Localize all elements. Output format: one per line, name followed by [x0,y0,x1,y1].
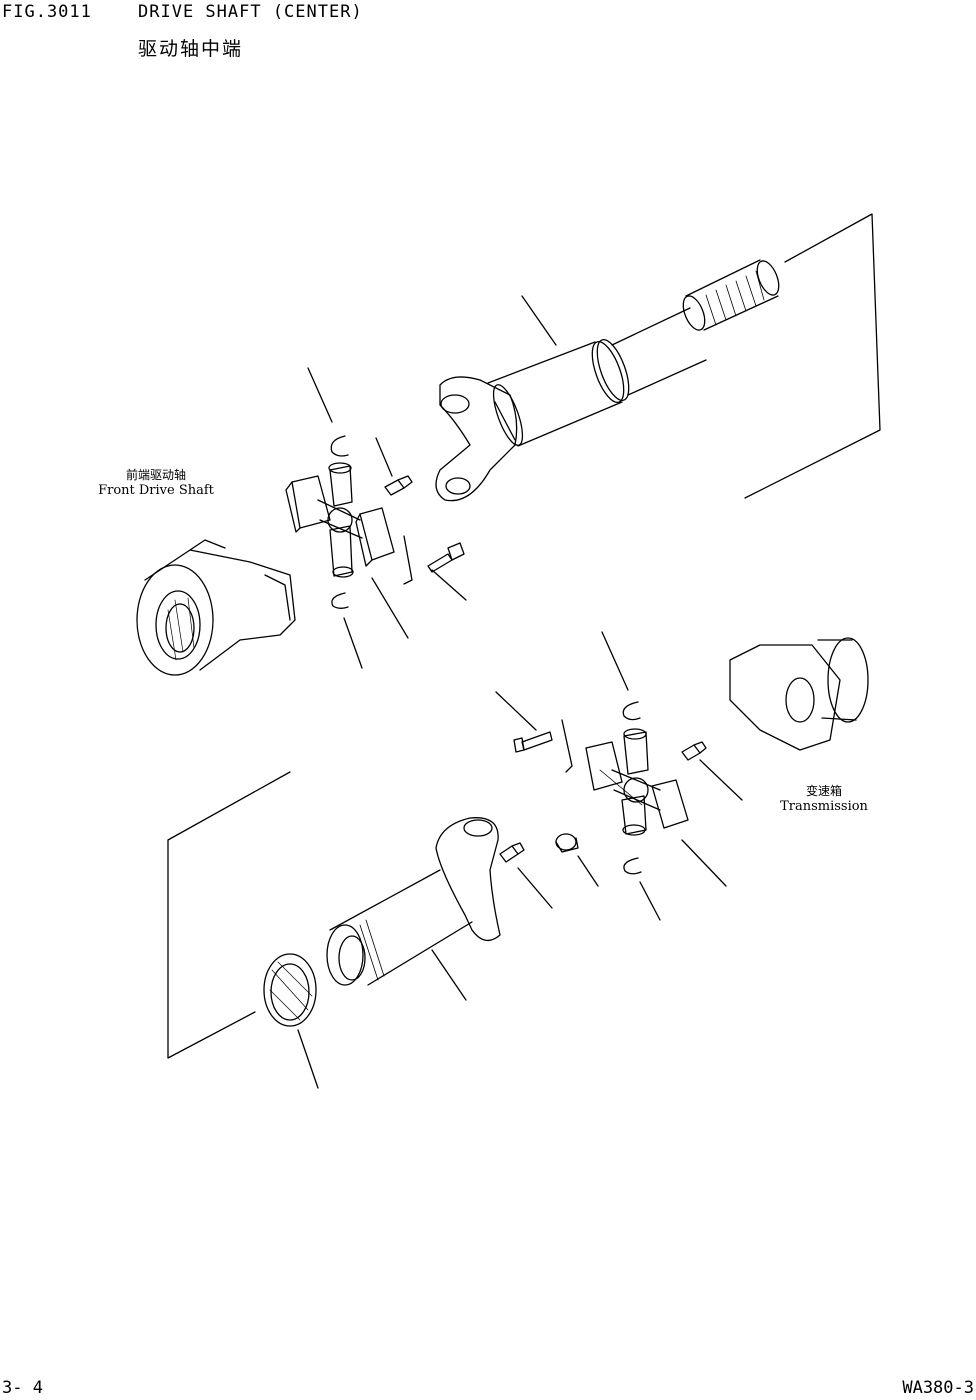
front-drive-shaft-label-en: Front Drive Shaft [98,483,214,498]
slip-yoke [327,818,500,1000]
lower-universal-joint [586,729,688,835]
upper-grease-fitting [376,438,412,495]
model-number: WA380-3 [902,1378,974,1398]
lower-snap-rings [602,632,726,920]
upper-bolt [404,536,466,600]
upper-snap-rings [308,368,408,668]
page-number: 3- 4 [2,1378,43,1398]
front-drive-shaft-label: 前端驱动轴 Front Drive Shaft [92,466,220,498]
figure-number: FIG.3011 [2,2,92,22]
yoke-grease-fitting [500,843,552,908]
figure-title: DRIVE SHAFT (CENTER) [138,2,363,22]
upper-universal-joint [286,463,394,577]
transmission-flange [730,638,868,750]
transmission-label-cn: 变速箱 [805,784,842,798]
bearing-cup [556,834,598,886]
transmission-label: 变速箱 Transmission [774,782,874,814]
front-drive-shaft-label-cn: 前端驱动轴 [125,468,186,482]
center-drive-shaft [436,258,783,501]
lower-grease-fitting [682,742,742,800]
dust-seal [264,954,318,1088]
assembly-bracket-upper [745,214,880,498]
transmission-label-en: Transmission [780,799,868,814]
assembly-bracket-lower [168,772,290,1058]
front-drive-shaft-flange [137,540,295,675]
figure-subtitle-cn: 驱动轴中端 [138,38,244,60]
lower-bolt [496,692,572,772]
